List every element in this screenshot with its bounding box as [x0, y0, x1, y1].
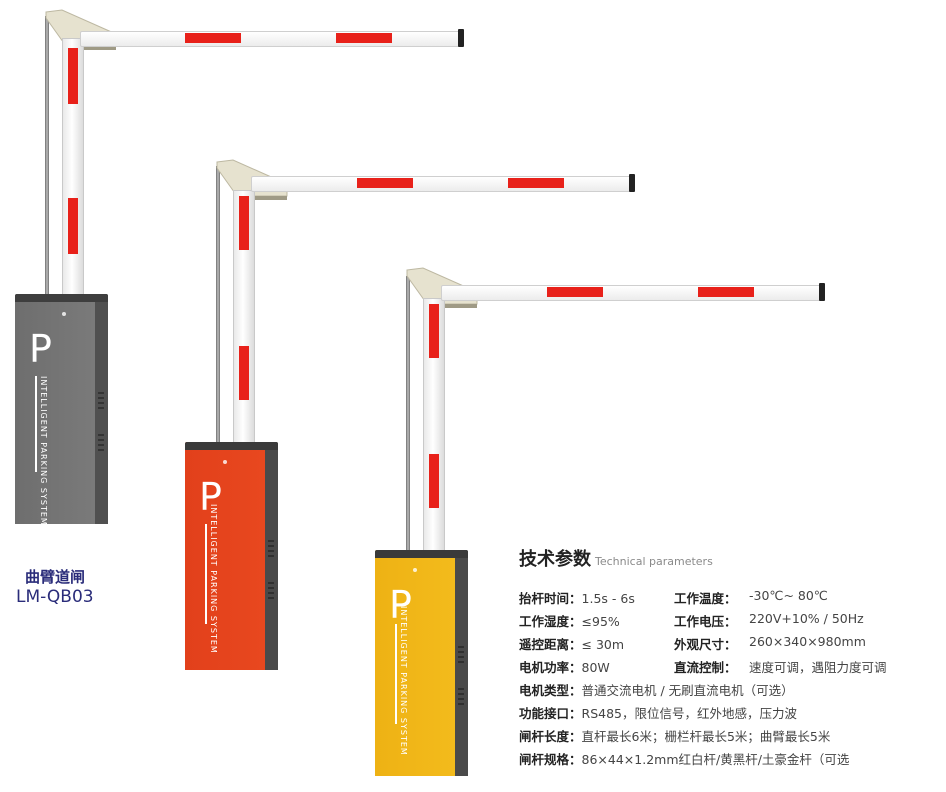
arm-stripe — [239, 346, 249, 400]
product-model: LM-QB03 — [16, 587, 94, 607]
support-post — [216, 166, 220, 444]
cabinet-text: INTELLIGENT PARKING SYSTEM — [39, 376, 48, 524]
arm-stripe — [357, 178, 413, 188]
horizontal-arm — [441, 285, 821, 301]
arm-stripe — [239, 196, 249, 250]
spec-row: 电机类型：普通交流电机 / 无刷直流电机（可选） — [519, 683, 794, 698]
arm-stripe — [547, 287, 603, 297]
arm-end-cap — [458, 29, 464, 47]
parking-p-letter: P — [199, 475, 222, 519]
arm-stripe — [698, 287, 754, 297]
horizontal-arm — [251, 176, 631, 192]
cabinet-accent-line — [395, 624, 397, 724]
spec-row: 电机功率：80W 直流控制：速度可调，遇阻力度可调 — [519, 660, 887, 675]
spec-row: 功能接口：RS485，限位信号，红外地感，压力波 — [519, 706, 797, 721]
cabinet-vents — [98, 392, 104, 412]
cabinet-vents — [458, 688, 464, 708]
arm-stripe — [68, 48, 78, 104]
spec-row: 工作湿度：≤95% 工作电压：220V+10% / 50Hz — [519, 611, 864, 629]
cabinet-accent-line — [205, 524, 207, 624]
cabinet-accent-line — [35, 376, 37, 472]
spec-row: 遥控距离：≤ 30m 外观尺寸：260×340×980mm — [519, 634, 866, 652]
arm-stripe — [336, 33, 392, 43]
arm-stripe — [508, 178, 564, 188]
arm-stripe — [68, 198, 78, 254]
specs-title-cn: 技术参数 — [519, 549, 591, 570]
arm-end-cap — [819, 283, 825, 301]
spec-row: 抬杆时间：1.5s - 6s 工作温度：-30℃~ 80℃ — [519, 588, 828, 606]
arm-stripe — [429, 304, 439, 358]
product-name: 曲臂道闸 — [25, 568, 86, 586]
cabinet-text: INTELLIGENT PARKING SYSTEM — [209, 504, 218, 654]
support-post — [45, 16, 49, 298]
arm-end-cap — [629, 174, 635, 192]
parking-p-letter: P — [389, 583, 412, 627]
specs-title-en: Technical parameters — [595, 555, 713, 568]
cabinet-text: INTELLIGENT PARKING SYSTEM — [399, 606, 408, 756]
horizontal-arm — [80, 31, 460, 47]
arm-stripe — [185, 33, 241, 43]
cabinet-gray: P INTELLIGENT PARKING SYSTEM — [15, 294, 108, 524]
spec-row: 闸杆规格：86×44×1.2mm红白杆/黄黑杆/土豪金杆（可选 — [519, 752, 850, 767]
cabinet-vents — [458, 646, 464, 666]
spec-row: 闸杆长度：直杆最长6米；栅栏杆最长5米；曲臂最长5米 — [519, 729, 831, 744]
cabinet-vents — [268, 540, 274, 560]
cabinet-red: P INTELLIGENT PARKING SYSTEM — [185, 442, 278, 670]
cabinet-vents — [268, 582, 274, 602]
specs-title: 技术参数 Technical parameters — [519, 545, 713, 571]
support-post — [406, 276, 410, 552]
cabinet-yellow: P INTELLIGENT PARKING SYSTEM — [375, 550, 468, 776]
cabinet-vents — [98, 434, 104, 454]
arm-stripe — [429, 454, 439, 508]
parking-p-letter: P — [29, 327, 52, 371]
